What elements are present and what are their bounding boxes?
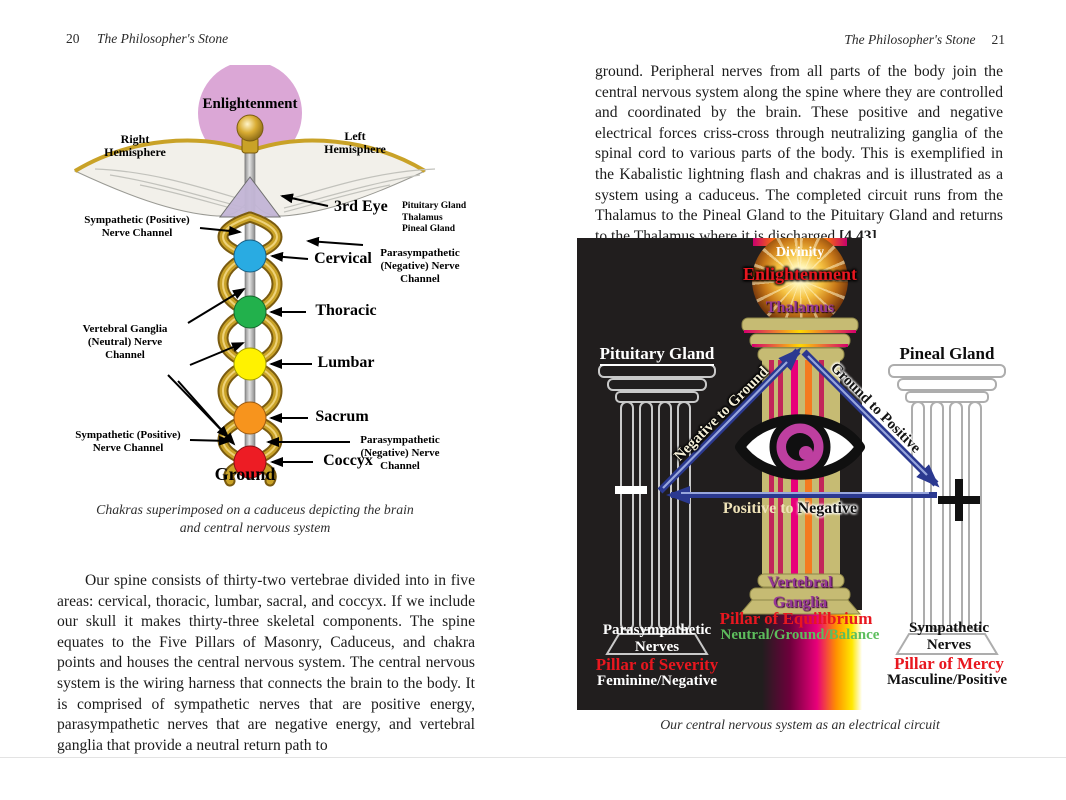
cervical-label: Cervical bbox=[314, 250, 372, 267]
parasympathetic-bottom-line1: Parasympathetic bbox=[360, 434, 440, 446]
parasympathetic-top-line1: Parasympathetic bbox=[380, 247, 460, 259]
chakra-cervical bbox=[233, 239, 267, 273]
lumbar-label: Lumbar bbox=[317, 354, 375, 371]
right-paragraph-text: ground. Peripheral nerves from all parts… bbox=[595, 63, 1003, 245]
parasympathetic-top-label: Parasympathetic (Negative) Nerve Channel bbox=[355, 247, 485, 286]
masculine-positive-label: Masculine/Positive bbox=[887, 672, 1007, 688]
gland-stack-line1: Pituitary Gland bbox=[402, 201, 467, 211]
divinity-orb bbox=[752, 238, 848, 328]
left-body-paragraph: Our spine consists of thirty-two vertebr… bbox=[57, 572, 475, 754]
negative-text: Negative bbox=[797, 500, 858, 517]
right-page-number: 21 bbox=[991, 32, 1006, 47]
vertebral-label-line2: Ganglia bbox=[772, 594, 828, 611]
left-page-number: 20 bbox=[66, 31, 80, 46]
enlightenment-label: Enlightenment bbox=[202, 96, 298, 112]
right-header: The Philosopher's Stone 21 bbox=[595, 31, 1005, 49]
minus-sign bbox=[615, 486, 647, 494]
left-hemisphere-line2: Hemisphere bbox=[324, 142, 386, 156]
sympathetic-bottom-line2: Nerve Channel bbox=[92, 442, 164, 454]
sympathetic-top-label: Sympathetic (Positive) Nerve Channel bbox=[72, 214, 202, 240]
pillar-severity-graphic bbox=[598, 364, 716, 655]
chakra-coccyx bbox=[233, 445, 267, 479]
right-hemisphere-label: Right Hemisphere bbox=[85, 133, 185, 159]
left-page: 20 The Philosopher's Stone bbox=[50, 31, 480, 754]
left-hemisphere-line1: Left bbox=[344, 129, 366, 143]
eye-icon bbox=[735, 414, 865, 480]
spectrum-gradient bbox=[762, 610, 862, 710]
circuit-arrows bbox=[657, 347, 940, 504]
third-eye-label: 3rd Eye bbox=[334, 198, 388, 215]
pituitary-gland-text: Pituitary Gland bbox=[599, 344, 715, 366]
positive-to-text: Positive to bbox=[722, 500, 798, 517]
left-figure-caption: Chakras superimposed on a caduceus depic… bbox=[60, 501, 450, 536]
plus-sign bbox=[938, 479, 980, 521]
right-figure-caption: Our central nervous system as an electri… bbox=[660, 717, 940, 732]
feminine-negative-label: Feminine/Negative bbox=[597, 673, 717, 689]
neutral-ground-balance-label: Neutral/Ground/Balance bbox=[720, 627, 880, 643]
sympathetic-bottom-label: Sympathetic (Positive) Nerve Channel bbox=[63, 429, 193, 455]
caduceus-graphic bbox=[73, 65, 436, 487]
thoracic-label: Thoracic bbox=[315, 302, 377, 319]
pillars-diagram: Divinity Enlightenment Thalamus Pituitar… bbox=[577, 238, 1008, 710]
right-hemisphere-line2: Hemisphere bbox=[104, 145, 166, 159]
coccyx-label: Coccyx bbox=[323, 452, 373, 469]
thalamus-label: Thalamus bbox=[765, 299, 835, 316]
sympathetic-bottom-line1: Sympathetic (Positive) bbox=[75, 429, 181, 441]
pointer-arrows bbox=[167, 193, 364, 467]
pillar-mercy-label: Pillar of Mercy bbox=[894, 654, 1004, 673]
positive-to-negative-label: Positive to Negative bbox=[670, 500, 910, 518]
parasympathetic-bottom-label: Parasympathetic (Negative) Nerve Channel bbox=[335, 434, 465, 473]
chakra-thoracic bbox=[233, 295, 267, 329]
parasympathetic-bottom-line3: Channel bbox=[380, 460, 420, 472]
sympathetic-nerves-label: Nerves bbox=[926, 637, 972, 653]
parasympathetic-nerves-label: Nerves bbox=[634, 639, 680, 655]
pituitary-gland-label: Pituitary Gland bbox=[587, 344, 727, 366]
parasympathetic-top-line3: Channel bbox=[400, 273, 440, 285]
divinity-label: Divinity bbox=[775, 245, 825, 260]
pineal-gland-label: Pineal Gland bbox=[899, 344, 995, 363]
vertebral-line3: Channel bbox=[105, 349, 145, 361]
gland-stack-line2: Thalamus bbox=[402, 212, 443, 223]
ground-label: Ground bbox=[214, 464, 276, 484]
chakra-sacrum bbox=[233, 401, 267, 435]
pillars-graphic bbox=[598, 317, 1006, 655]
left-caption-line1: Chakras superimposed on a caduceus depic… bbox=[96, 502, 414, 517]
sympathetic-top-line1: Sympathetic (Positive) bbox=[84, 214, 190, 226]
right-running-title: The Philosopher's Stone bbox=[844, 32, 976, 47]
vertebral-line2: (Neutral) Nerve bbox=[87, 336, 163, 348]
staff-orb bbox=[236, 114, 264, 142]
caduceus-diagram: Enlightenment Right Hemisphere Left Hemi… bbox=[50, 65, 480, 540]
orb-rays bbox=[752, 238, 848, 328]
gland-stack-label: Pituitary Gland Thalamus Pineal Gland bbox=[402, 201, 482, 236]
parasympathetic-label: Parasympathetic bbox=[602, 622, 712, 638]
sacrum-label: Sacrum bbox=[315, 408, 369, 425]
left-hemisphere-label: Left Hemisphere bbox=[305, 130, 405, 156]
vertebral-label-line1: Vertebral bbox=[767, 574, 833, 591]
parasympathetic-top-line2: (Negative) Nerve bbox=[380, 260, 460, 272]
left-running-title: The Philosopher's Stone bbox=[97, 31, 229, 46]
right-body-paragraph: ground. Peripheral nerves from all parts… bbox=[595, 62, 1003, 247]
sympathetic-top-line2: Nerve Channel bbox=[101, 227, 173, 239]
chakra-lumbar bbox=[233, 347, 267, 381]
right-hemisphere-line1: Right bbox=[120, 132, 150, 146]
vertebral-ganglia-label: Vertebral Ganglia (Neutral) Nerve Channe… bbox=[60, 323, 190, 362]
vertebral-line1: Vertebral Ganglia bbox=[82, 323, 168, 335]
page-edge-line bbox=[0, 757, 1066, 758]
pillar-severity-label: Pillar of Severity bbox=[595, 655, 719, 674]
left-caption-line2: and central nervous system bbox=[179, 519, 331, 535]
pillar-equilibrium-label: Pillar of Equilibrium bbox=[719, 609, 873, 628]
parasympathetic-bottom-line2: (Negative) Nerve bbox=[360, 447, 440, 459]
gland-stack-line3: Pineal Gland bbox=[402, 224, 456, 234]
sympathetic-label: Sympathetic bbox=[909, 620, 989, 636]
enlightenment-label-right: Enlightenment bbox=[742, 264, 857, 284]
